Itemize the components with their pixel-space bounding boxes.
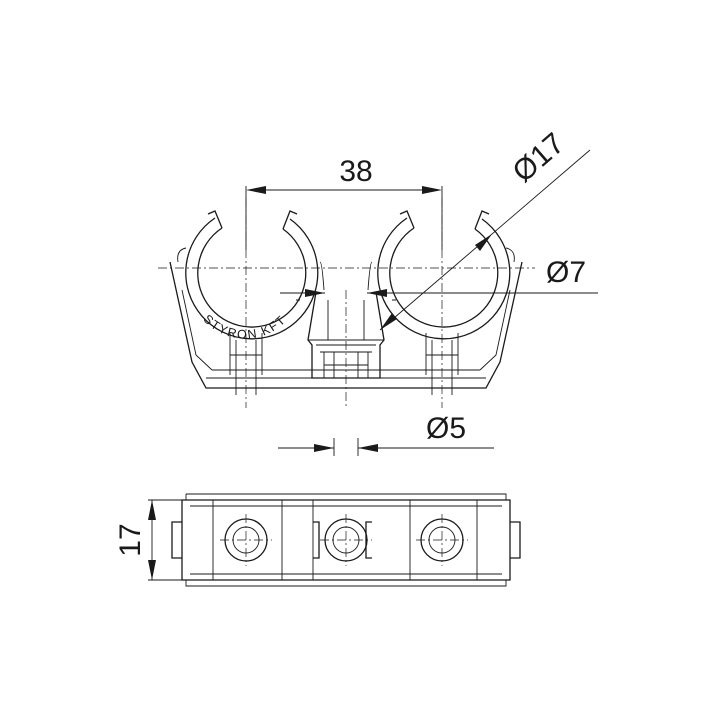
dimension-d5: Ø5 [278, 412, 494, 456]
top-view-flange [185, 493, 507, 587]
right-boss [425, 333, 459, 395]
dimension-d17-label: Ø17 [507, 127, 571, 189]
dimension-d7-label: Ø7 [546, 256, 586, 289]
left-clip: STYRON KFT [185, 210, 319, 342]
left-body-inner [177, 247, 213, 371]
dimension-d17: Ø17 [379, 127, 591, 331]
top-view-tabs [171, 521, 521, 559]
top-view-hole-left [220, 514, 272, 566]
top-view-hole-middle [320, 514, 372, 566]
dimension-d5-label: Ø5 [426, 412, 466, 445]
dimension-17-label: 17 [114, 523, 147, 556]
top-view-inner-frame [190, 505, 502, 575]
right-body-inner [479, 247, 515, 371]
dimension-d7: Ø7 [280, 256, 598, 297]
top-view-dividers [212, 500, 478, 580]
dimension-17: 17 [114, 499, 182, 581]
top-view: 17 [114, 493, 521, 587]
top-view-hole-right [416, 514, 468, 566]
middle-wall-right [367, 261, 396, 301]
front-view: STYRON KFT [158, 127, 598, 456]
right-clip [377, 210, 511, 340]
dimension-38-label: 38 [339, 155, 372, 188]
dimension-38: 38 [245, 155, 443, 250]
top-view-outline [181, 499, 511, 581]
